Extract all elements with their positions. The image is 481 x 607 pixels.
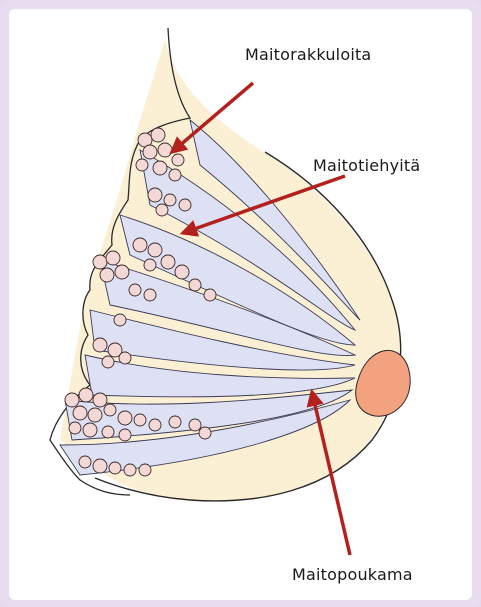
- label-alveoli: Maitorakkuloita: [245, 45, 371, 64]
- label-ducts: Maitotiehyitä: [313, 156, 420, 175]
- label-sinus: Maitopoukama: [292, 565, 413, 584]
